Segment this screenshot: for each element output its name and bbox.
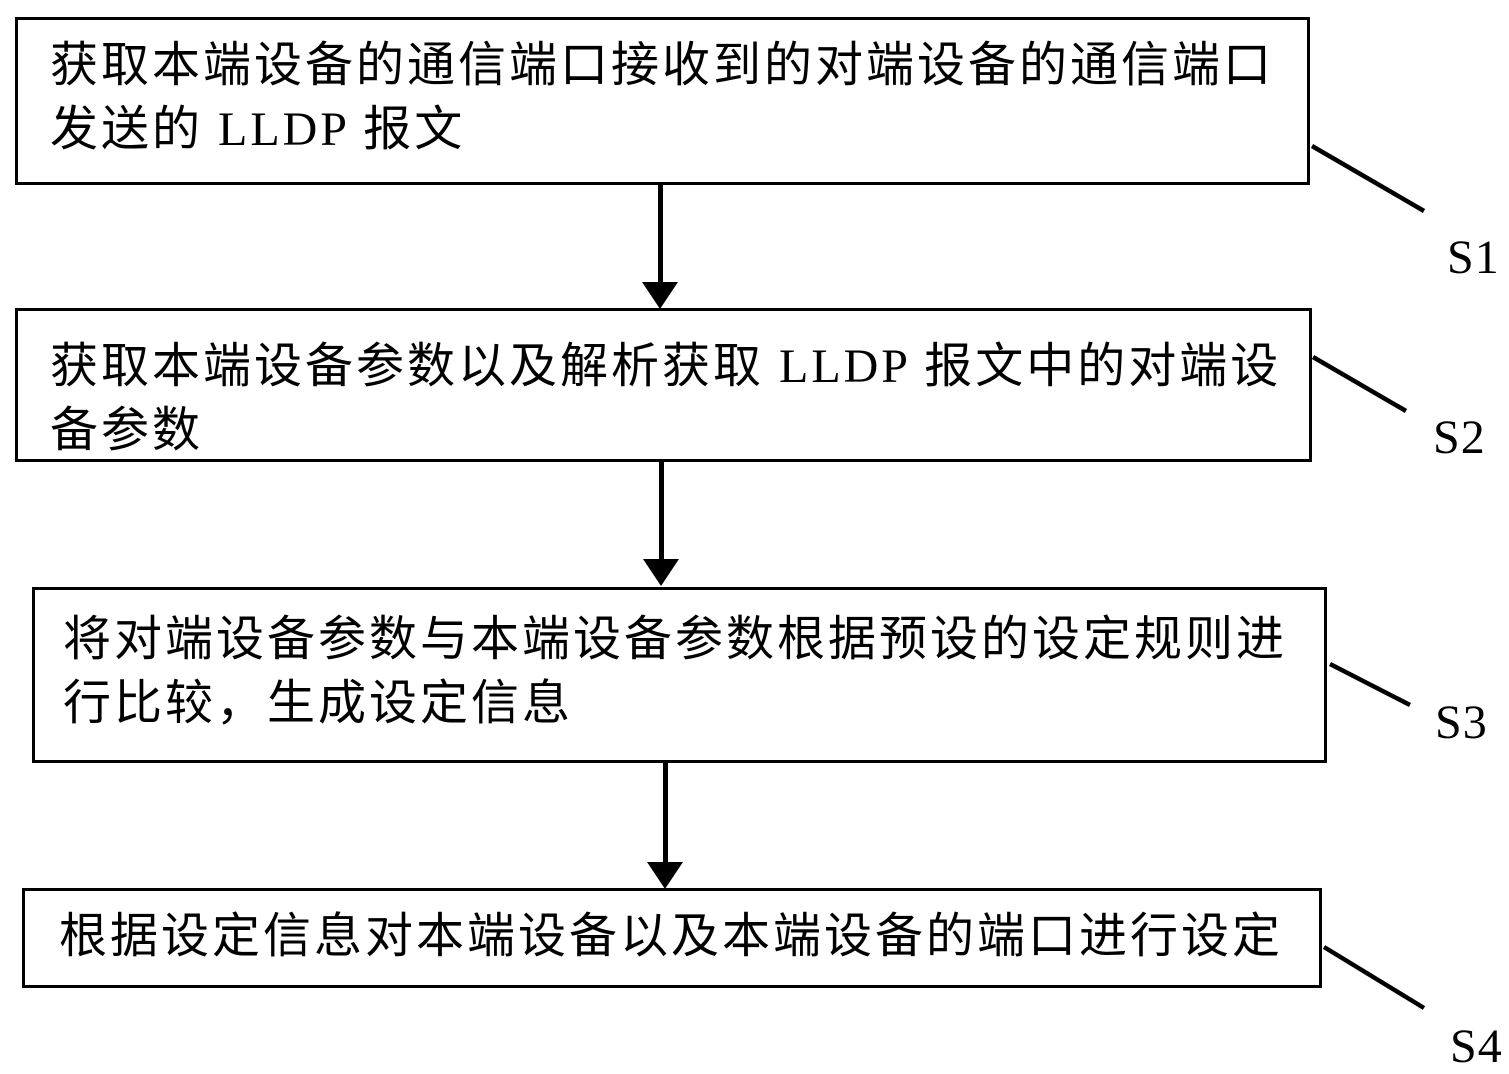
leader-line-s2 xyxy=(1311,355,1408,413)
arrow-down-icon xyxy=(647,862,683,889)
step-label-s1: S1 xyxy=(1447,231,1500,284)
step-label-s4: S4 xyxy=(1450,1020,1503,1073)
leader-line-s1 xyxy=(1310,144,1426,213)
arrow-stem xyxy=(657,185,663,282)
down-arrow-connector-3 xyxy=(647,762,683,889)
step-s2-text-line1: 获取本端设备参数以及解析获取 LLDP 报文中的对端设 xyxy=(50,340,1282,393)
step-label-s3: S3 xyxy=(1435,696,1488,749)
step-label-s2: S2 xyxy=(1433,411,1486,464)
step-box-s2: 获取本端设备参数以及解析获取 LLDP 报文中的对端设 备参数 xyxy=(15,308,1312,462)
step-box-s4: 根据设定信息对本端设备以及本端设备的端口进行设定 xyxy=(22,888,1322,988)
step-box-s1: 获取本端设备的通信端口接收到的对端设备的通信端口 发送的 LLDP 报文 xyxy=(15,17,1310,185)
step-s3-text-line1: 将对端设备参数与本端设备参数根据预设的设定规则进 xyxy=(63,613,1288,666)
step-s1-text-line1: 获取本端设备的通信端口接收到的对端设备的通信端口 xyxy=(50,39,1275,92)
leader-line-s3 xyxy=(1328,661,1412,708)
leader-line-s4 xyxy=(1322,945,1426,1010)
step-s3-text-line2: 行比较，生成设定信息 xyxy=(63,677,574,730)
step-s2-text-line2: 备参数 xyxy=(50,404,204,457)
down-arrow-connector-1 xyxy=(642,185,678,309)
arrow-stem xyxy=(662,762,668,862)
arrow-down-icon xyxy=(643,559,679,586)
step-s1-text-line2: 发送的 LLDP 报文 xyxy=(50,103,466,156)
arrow-down-icon xyxy=(642,282,678,309)
down-arrow-connector-2 xyxy=(643,461,679,586)
step-s4-text-line1: 根据设定信息对本端设备以及本端设备的端口进行设定 xyxy=(59,910,1284,963)
step-box-s3: 将对端设备参数与本端设备参数根据预设的设定规则进 行比较，生成设定信息 xyxy=(32,587,1327,763)
arrow-stem xyxy=(658,461,664,559)
